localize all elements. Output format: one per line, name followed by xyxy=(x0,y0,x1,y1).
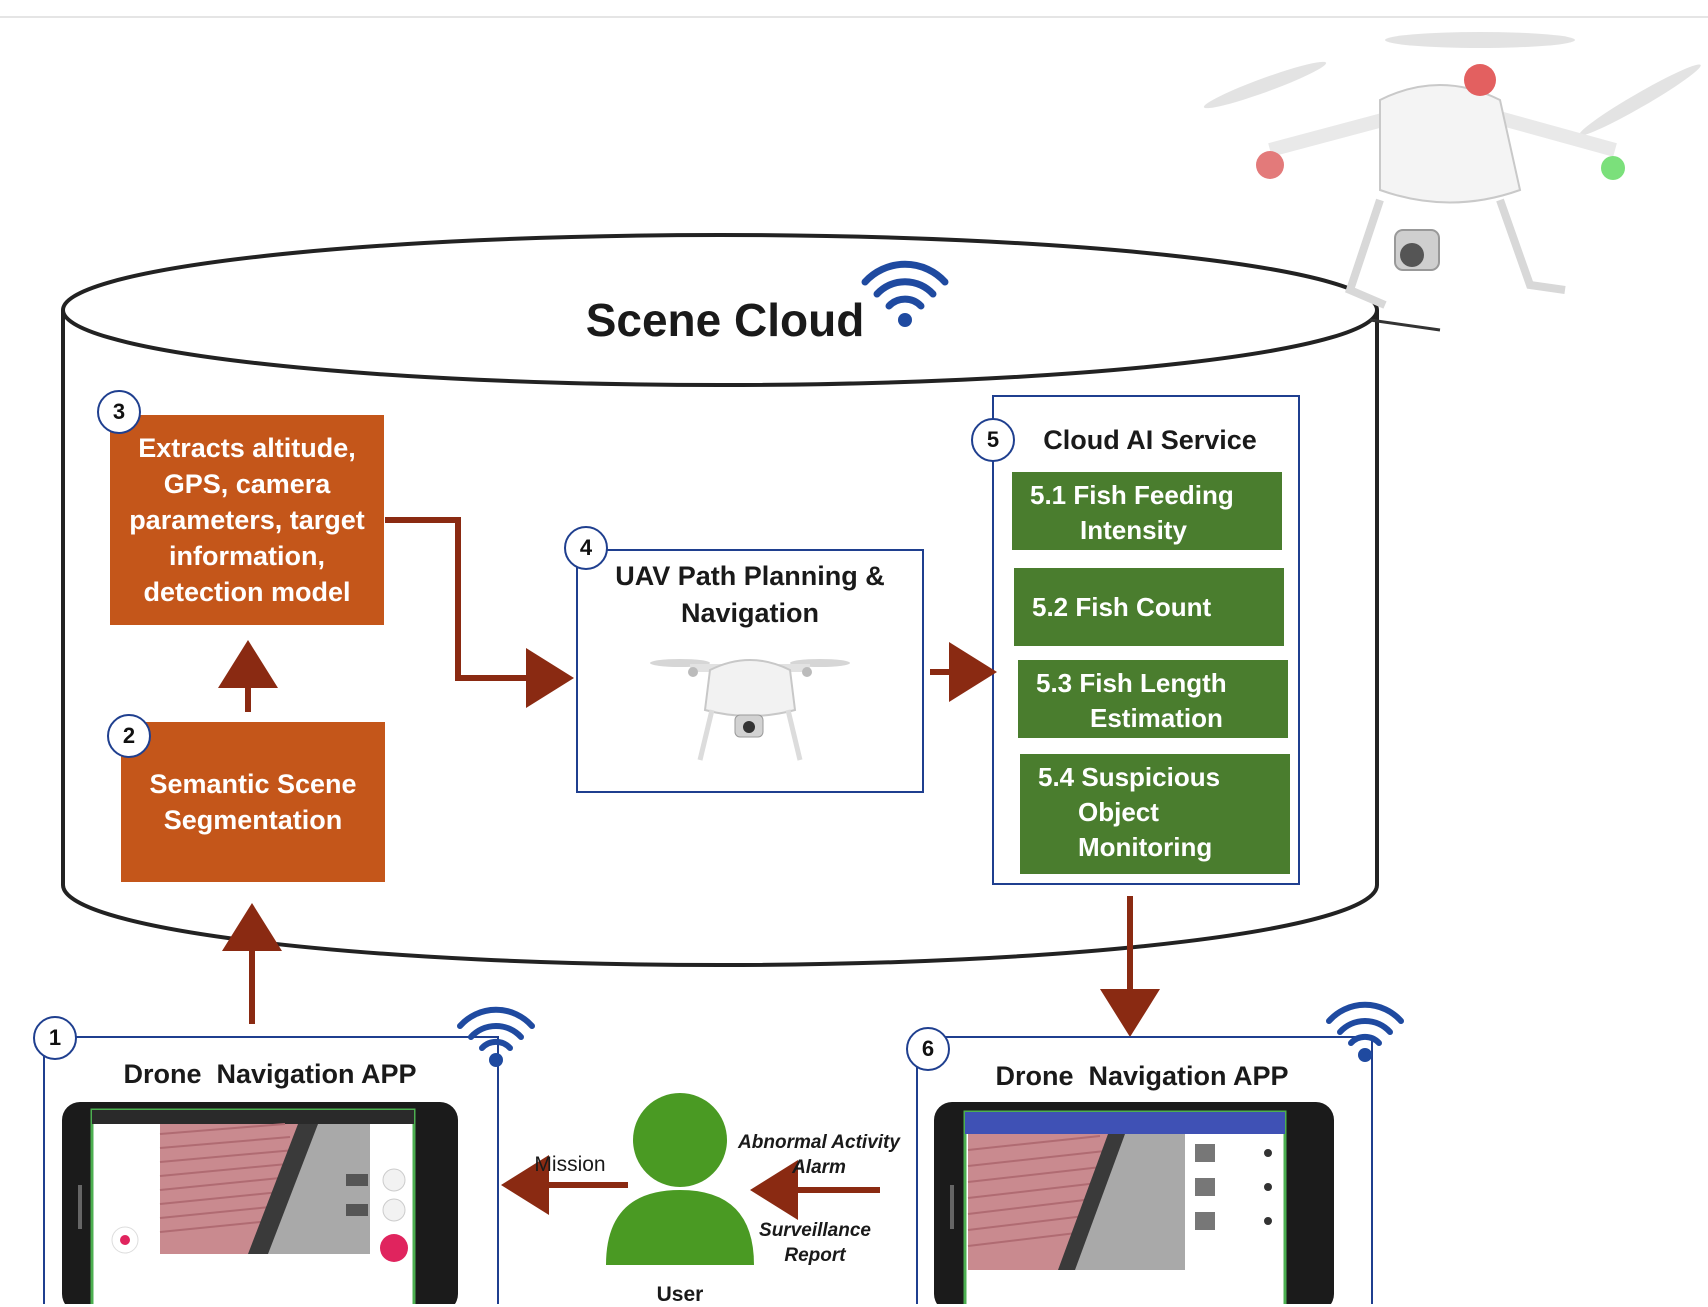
step6-label: Drone Navigation APP xyxy=(995,1061,1289,1091)
mission-label: Mission xyxy=(534,1153,606,1176)
service-line: 5.3 Fish Length xyxy=(1036,668,1227,698)
wifi-icon xyxy=(861,260,949,327)
user-label: User xyxy=(656,1283,704,1306)
alarm-line: Abnormal Activity xyxy=(738,1132,900,1153)
uav-drone-icon xyxy=(650,659,850,761)
service-line: 5.1 Fish Feeding xyxy=(1030,480,1234,510)
drone-image xyxy=(1203,32,1701,332)
step5-label: Cloud AI Service xyxy=(1043,425,1257,455)
service-line: Intensity xyxy=(1080,515,1187,545)
service-line: 5.4 Suspicious xyxy=(1038,762,1221,792)
report-label: Surveillance Report xyxy=(750,1218,880,1268)
service-line: Estimation xyxy=(1090,703,1223,733)
service-line: Monitoring xyxy=(1078,832,1213,862)
arrows xyxy=(218,517,1160,1220)
step2-label: Semantic Scene Segmentation xyxy=(149,769,357,835)
step4-number: 4 xyxy=(564,526,608,570)
step3-number: 3 xyxy=(97,390,141,434)
arrow-3-to-4 xyxy=(385,517,574,708)
service-fish-length: 5.3 Fish Length Estimation xyxy=(1018,660,1288,738)
step2-number: 2 xyxy=(107,714,151,758)
step1-label: Drone Navigation APP xyxy=(123,1059,417,1089)
step3-line: Extracts altitude, xyxy=(138,433,356,463)
step3-line: parameters, target xyxy=(129,505,365,535)
step3-line: detection model xyxy=(143,577,351,607)
step6-number: 6 xyxy=(906,1027,950,1071)
service-line: Object xyxy=(1078,797,1159,827)
report-line: Surveillance xyxy=(759,1220,871,1241)
step3-line: GPS, camera xyxy=(163,469,331,499)
wifi-icon xyxy=(1326,1001,1404,1062)
step4-line: Navigation xyxy=(680,598,820,628)
service-suspicious-object: 5.4 Suspicious Object Monitoring xyxy=(1020,754,1290,874)
step1-number: 1 xyxy=(33,1016,77,1060)
step3-box: Extracts altitude, GPS, camera parameter… xyxy=(110,415,384,625)
step1-frame xyxy=(43,1036,499,1304)
service-line: 5.2 Fish Count xyxy=(1032,591,1212,622)
step4-label: UAV Path Planning & Navigation xyxy=(590,558,910,632)
tablet-screenshot-1 xyxy=(62,1102,458,1304)
alarm-label: Abnormal Activity Alarm xyxy=(726,1130,912,1180)
tablet-screenshot-6 xyxy=(934,1102,1334,1304)
service-fish-count: 5.2 Fish Count xyxy=(1014,568,1284,646)
step4-line: UAV Path Planning & xyxy=(615,561,885,591)
report-line: Report xyxy=(784,1245,846,1266)
step5-number: 5 xyxy=(971,418,1015,462)
user-icon xyxy=(606,1093,754,1265)
step3-line: information, xyxy=(168,541,325,571)
step2-box: Semantic Scene Segmentation xyxy=(121,722,385,882)
scene-cloud-title: Scene Cloud xyxy=(585,294,865,346)
alarm-line: Alarm xyxy=(792,1157,846,1178)
service-fish-feeding: 5.1 Fish Feeding Intensity xyxy=(1012,472,1282,550)
wifi-icon xyxy=(457,1006,535,1067)
